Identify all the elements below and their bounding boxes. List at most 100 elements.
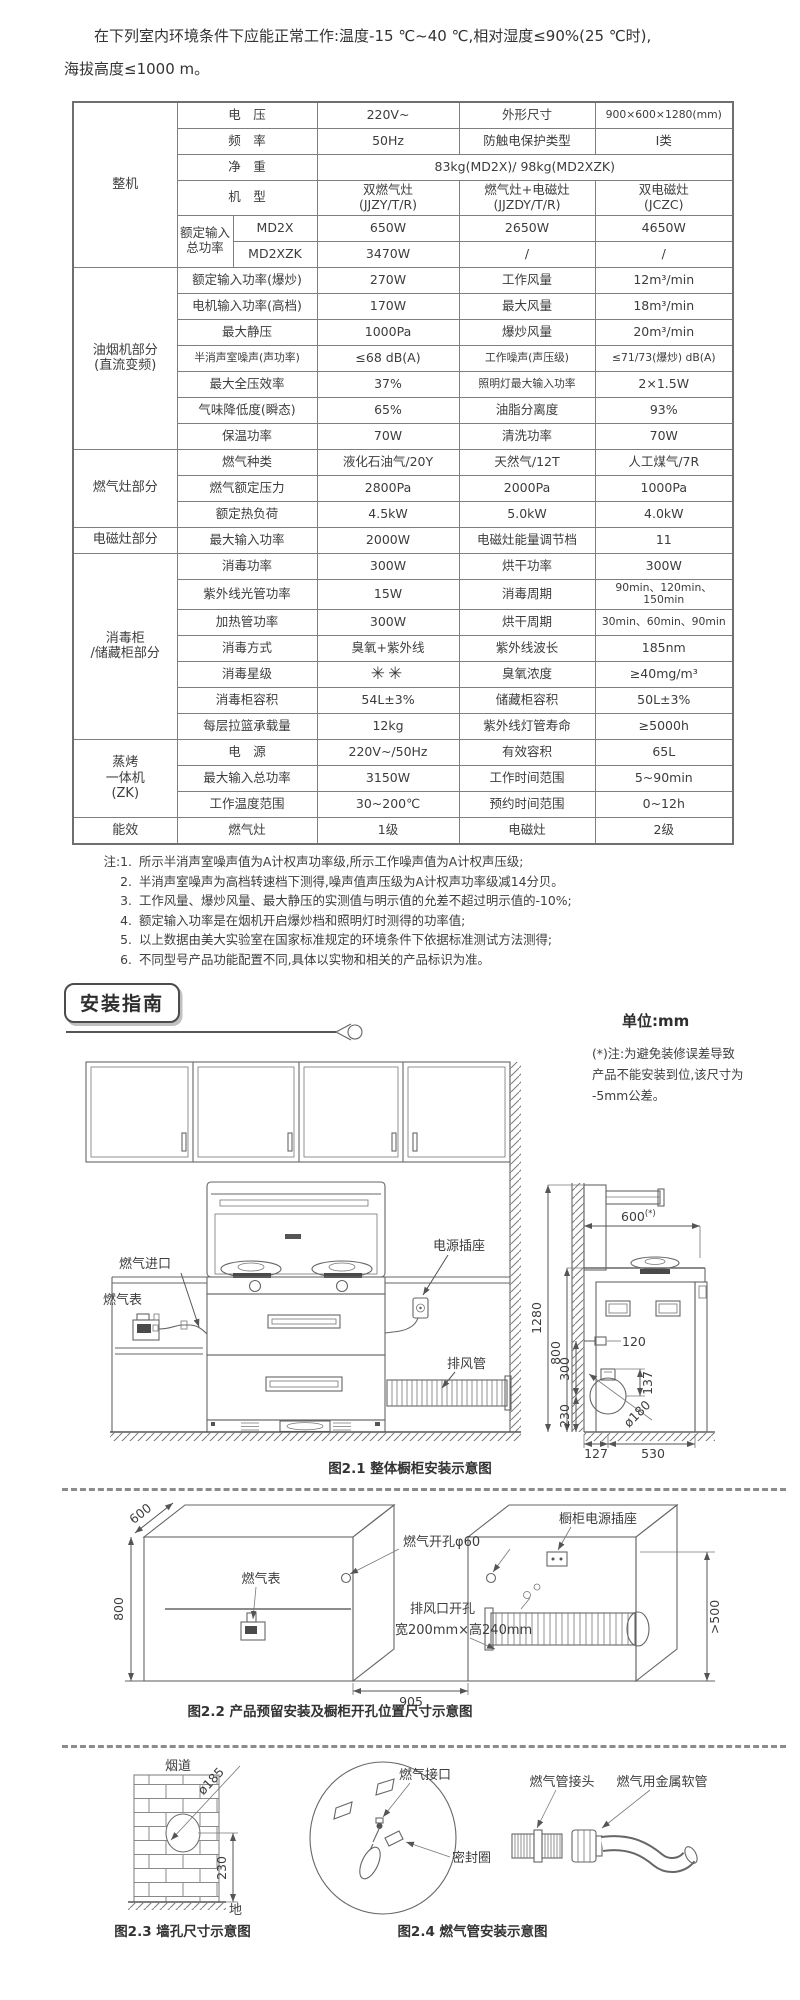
spec-value: ≥40mg/m³: [594, 660, 734, 688]
metal-hose-drawing: [571, 1829, 698, 1873]
spec-label: 消毒周期: [458, 578, 596, 610]
table-row: 电磁灶部分 最大输入功率 2000W 电磁灶能量调节档 11: [72, 526, 734, 554]
fig24-caption: 图2.4 燃气管安装示意图: [397, 1924, 548, 1940]
dim-120: 120: [622, 1334, 646, 1349]
spec-value: 2800Pa: [316, 474, 460, 502]
floor-line: [110, 1431, 521, 1441]
cabinet-handle-icon: [412, 1132, 418, 1152]
spec-label: 消毒方式: [176, 634, 318, 662]
table-row: 消毒星级 ✳✳ 臭氧浓度 ≥40mg/m³: [73, 660, 734, 688]
spec-label: 净 重: [176, 154, 318, 181]
spec-label: 最大静压: [176, 318, 318, 346]
note-line: 5.以上数据由美大实验室在国家标准规定的环境条件下依据标准测试方法测得;: [84, 930, 572, 950]
spec-value: ≤68 dB(A): [316, 344, 460, 372]
section-label: 能效: [72, 816, 178, 845]
right-cabinet-box: [466, 1503, 679, 1683]
gas-hole-left: [340, 1572, 352, 1584]
table-row: 消毒方式 臭氧+紫外线 紫外线波长 185nm: [73, 634, 734, 662]
note-line: 3.工作风量、爆炒风量、最大静压的实测值与明示值的允差不超过明示值的-10%;: [84, 891, 572, 911]
spec-value: 65L: [594, 738, 734, 766]
note-line: 4.额定输入功率是在烟机开启爆炒档和照明灯时测得的功率值;: [84, 911, 572, 931]
pipe-joint-label: 燃气管接头: [529, 1774, 594, 1790]
spec-label: 储藏柜容积: [458, 686, 596, 714]
spec-label: 消毒星级: [176, 660, 318, 688]
spec-label: 燃气灶: [176, 816, 318, 845]
spec-label: 油脂分离度: [458, 396, 596, 424]
integrated-stove-front: [206, 1181, 386, 1433]
spec-value: 70W: [594, 422, 734, 450]
dim-230: 230: [214, 1856, 229, 1880]
note-line: 6.不同型号产品功能配置不同,具体以实物和相关的产品标识为准。: [84, 950, 572, 970]
spec-label: 工作噪声(声压级): [458, 344, 596, 372]
fig23-wall-hole-diagram: 烟道 ø185 230 地: [128, 1759, 242, 1918]
control-knob-icon: [248, 1279, 262, 1293]
spec-label: 燃气额定压力: [176, 474, 318, 502]
table-row: 额定热负荷 4.5kW 5.0kW 4.0kW: [73, 500, 734, 528]
ground-hatch: [128, 1903, 226, 1910]
dim-905: 905: [399, 1694, 423, 1709]
table-row: 最大全压效率 37% 照明灯最大输入功率 2×1.5W: [73, 370, 734, 398]
cabinet-handle-icon: [181, 1132, 187, 1152]
note-text: 半消声室噪声为高档转速档下测得,噪声值声压级为A计权声功率级减14分贝。: [139, 873, 564, 889]
spec-value: I类: [594, 128, 734, 155]
right-counter: [384, 1276, 512, 1411]
spec-label: 外形尺寸: [458, 101, 596, 129]
note-text: 工作风量、爆炒风量、最大静压的实测值与明示值的允差不超过明示值的-10%;: [139, 893, 572, 908]
spec-label: MD2X: [232, 214, 318, 242]
section-label: 电磁灶部分: [72, 526, 178, 554]
spec-value: 300W: [316, 608, 460, 636]
note-text: 额定输入功率是在烟机开启爆炒档和照明灯时测得的功率值;: [139, 912, 466, 928]
spec-label: MD2XZK: [232, 240, 318, 268]
spec-label: 消毒功率: [176, 552, 318, 580]
spec-value: 双燃气灶 (JJZY/T/R): [316, 180, 460, 216]
dashed-separator: [62, 1488, 786, 1491]
intro-line-2: 海拔高度≤1000 m。: [64, 60, 210, 78]
gas-inlet-label: 燃气进口: [119, 1256, 171, 1272]
badge-underline-decoration: [66, 1023, 363, 1041]
spec-label: 半消声室噪声(声功率): [176, 344, 318, 372]
side-view-dimensions: 1280 600(*) 800 120 300 230 137 ø180 127…: [529, 1184, 701, 1461]
section-label: 油烟机部分 (直流变频): [72, 266, 178, 450]
gas-hole-right: [485, 1572, 497, 1584]
note-line: 注:1.所示半消声室噪声值为A计权声功率级,所示工作噪声值为A计权声压级;: [84, 852, 572, 872]
spec-value: 30min、60min、90min: [594, 608, 734, 636]
spec-label: 每层拉篮承载量: [176, 712, 318, 740]
spec-value: /: [458, 240, 596, 268]
spec-value: 300W: [316, 552, 460, 580]
unit-note: 单位:mm: [622, 1012, 690, 1030]
table-row: 频 率 50Hz 防触电保护类型 I类: [73, 128, 734, 155]
spec-label: 额定输入 总功率: [176, 214, 234, 268]
table-row: 气味降低度(瞬态) 65% 油脂分离度 93%: [73, 396, 734, 424]
spec-value: ≥5000h: [594, 712, 734, 740]
spec-value: 12kg: [316, 712, 460, 740]
spec-label: 清洗功率: [458, 422, 596, 450]
gas-meter-label: 燃气表: [103, 1292, 142, 1308]
fig21-caption: 图2.1 整体橱柜安装示意图: [328, 1461, 492, 1477]
spec-label: 电磁灶: [458, 816, 596, 845]
spec-value: 37%: [316, 370, 460, 398]
table-row: 整机 电 压 220V~ 外形尺寸 900×600×1280(mm): [72, 101, 734, 268]
spec-value: 185nm: [594, 634, 734, 662]
spec-label: 最大风量: [458, 292, 596, 320]
spec-value: ≤71/73(爆炒) dB(A): [594, 344, 734, 372]
flexible-duct-drawing: [484, 1607, 650, 1651]
exhaust-duct-drawing: [386, 1375, 512, 1411]
spec-value: 15W: [316, 578, 460, 610]
dim-1280: 1280: [529, 1302, 544, 1334]
spec-label: 最大输入功率: [176, 526, 318, 554]
spec-label: 最大输入总功率: [176, 764, 318, 792]
spec-label: 紫外线灯管寿命: [458, 712, 596, 740]
spec-value: 650W: [316, 214, 460, 242]
spec-value: 3470W: [316, 240, 460, 268]
spec-value: 50L±3%: [594, 686, 734, 714]
spec-value: 燃气灶+电磁灶 (JJZDY/T/R): [458, 180, 596, 216]
gas-port-label: 燃气接口: [399, 1767, 451, 1783]
spec-label: 电 源: [176, 738, 318, 766]
spec-label: 气味降低度(瞬态): [176, 396, 318, 424]
table-row: 紫外线光管功率 15W 消毒周期 90min、120min、150min: [73, 578, 734, 610]
spec-value: 170W: [316, 292, 460, 320]
spec-value: 300W: [594, 552, 734, 580]
section-label: 整机: [72, 101, 178, 268]
table-row: MD2XZK 3470W / /: [73, 240, 734, 268]
